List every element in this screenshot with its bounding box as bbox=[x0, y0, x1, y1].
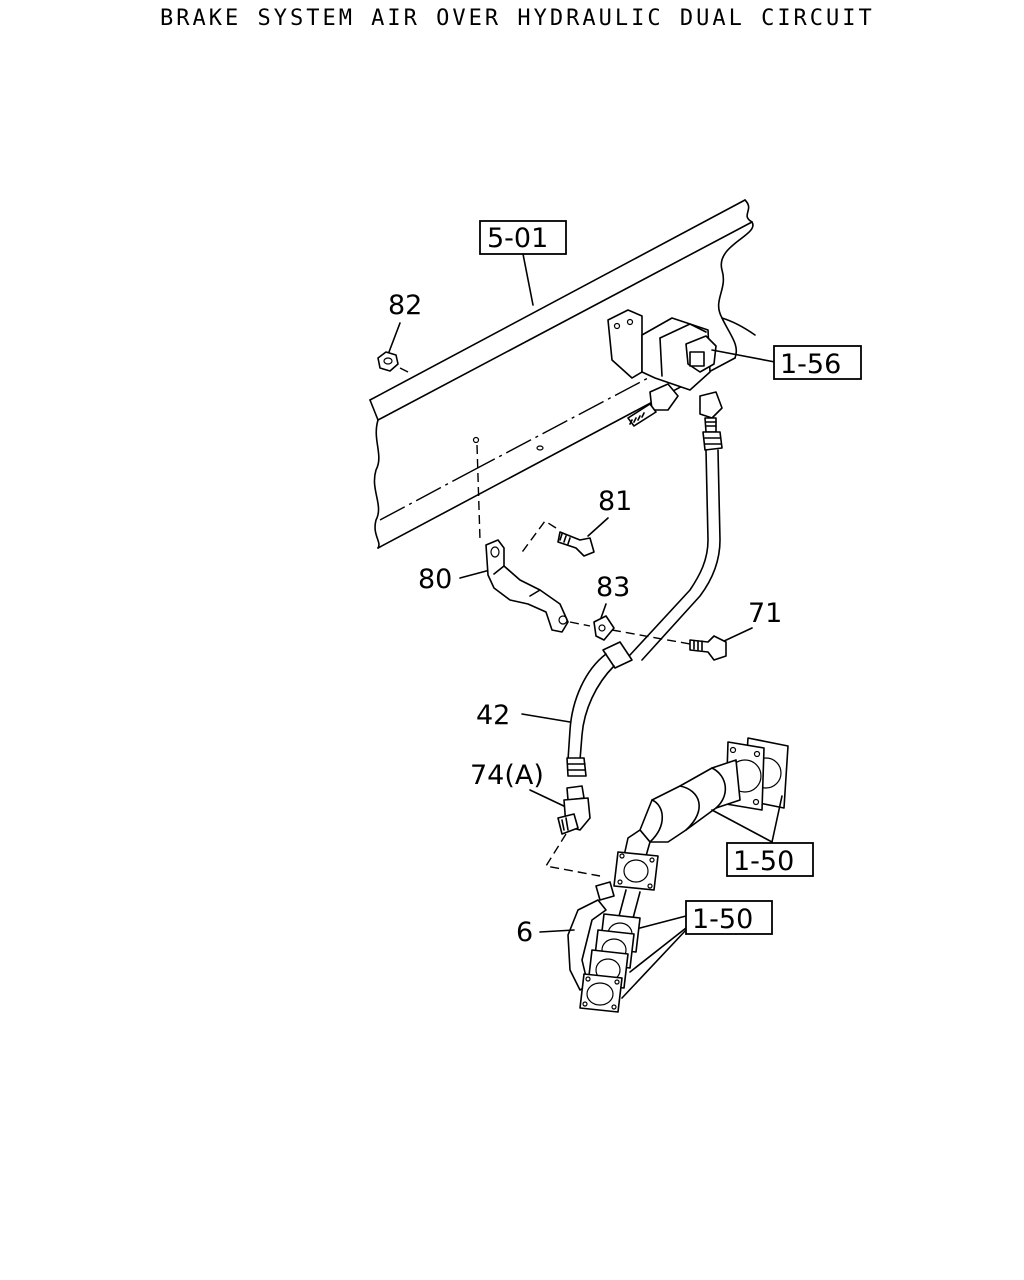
part-83-label: 83 bbox=[596, 572, 630, 603]
part-6-label: 6 bbox=[516, 917, 533, 948]
part-80-label: 80 bbox=[418, 564, 452, 595]
part-82-nut[interactable]: 82 bbox=[377, 290, 422, 375]
reference-1-50-lower-label: 1-50 bbox=[692, 904, 753, 935]
frame-rail bbox=[369, 199, 756, 549]
reference-1-50-upper[interactable]: 1-50 bbox=[726, 842, 814, 877]
part-80-bracket[interactable]: 80 bbox=[418, 444, 569, 633]
reference-1-50-lower[interactable]: 1-50 bbox=[685, 900, 773, 935]
part-74a-tee-fitting[interactable]: 74(A) bbox=[470, 760, 601, 877]
part-71-bolt[interactable]: 71 bbox=[689, 598, 782, 661]
part-82-label: 82 bbox=[388, 290, 422, 321]
part-42-hose[interactable]: 42 bbox=[476, 431, 723, 777]
brake-chamber-1-50-upper[interactable] bbox=[613, 737, 789, 891]
reference-1-50-upper-label: 1-50 bbox=[733, 846, 794, 877]
reference-1-56[interactable]: 1-56 bbox=[773, 345, 862, 380]
reference-1-56-label: 1-56 bbox=[780, 349, 841, 380]
part-83-clip[interactable]: 83 bbox=[569, 572, 691, 645]
diagram-title: BRAKE SYSTEM AIR OVER HYDRAULIC DUAL CIR… bbox=[160, 6, 875, 31]
valve-assembly-1-56[interactable] bbox=[607, 309, 776, 433]
part-81-label: 81 bbox=[598, 486, 632, 517]
part-74a-label: 74(A) bbox=[470, 760, 544, 791]
part-42-label: 42 bbox=[476, 700, 510, 731]
part-71-label: 71 bbox=[748, 598, 782, 629]
part-81-bolt[interactable]: 81 bbox=[519, 486, 632, 557]
part-6-pipe-assembly[interactable]: 6 bbox=[516, 881, 687, 1013]
reference-5-01[interactable]: 5-01 bbox=[479, 220, 567, 306]
reference-5-01-label: 5-01 bbox=[487, 223, 548, 254]
